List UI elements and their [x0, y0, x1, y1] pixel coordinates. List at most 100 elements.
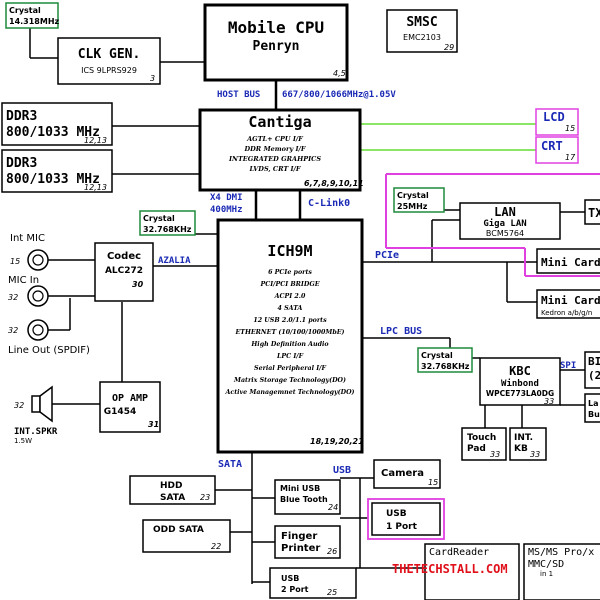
cantiga-title: Cantiga	[248, 113, 311, 131]
ich-feature: High Definition Audio	[250, 341, 328, 348]
miniusb-line2: Blue Tooth	[280, 495, 328, 504]
usb1-line1: USB	[386, 509, 407, 519]
lcd-connector: LCD 15	[535, 108, 579, 136]
crystal-freq: 32.768KHz	[143, 225, 192, 234]
keyboard-controller: KBC Winbond WPCE773LA0DG 33	[479, 357, 561, 406]
crystal-32khz-ich: Crystal 32.768KHz	[139, 210, 196, 236]
odd-label: ODD SATA	[153, 525, 204, 535]
touchpad-page: 33	[490, 450, 500, 459]
camera-page: 15	[428, 478, 438, 487]
ich-feature: ETHERNET (10/100/1000MbE)	[234, 329, 344, 336]
crystal-freq: 25MHz	[397, 202, 428, 211]
clkgen-page: 3	[150, 74, 155, 83]
ich-title: ICH9M	[267, 242, 312, 260]
lcd-page: 15	[565, 124, 575, 133]
ich-feature: ACPI 2.0	[274, 293, 306, 300]
mini-card-label: Mini Card	[541, 294, 600, 307]
cantiga-feature: DDR Memory I/F	[244, 145, 306, 153]
usb2-line1: USB	[281, 574, 299, 583]
host-bus-speed: 667/800/1066MHz@1.05V	[282, 90, 396, 100]
cpu-title: Mobile CPU	[228, 18, 324, 37]
finger-printer: Finger Printer 26	[274, 525, 341, 559]
cpu-sub: Penryn	[253, 39, 300, 54]
finger-page: 26	[327, 547, 337, 556]
intkb-line2: KB	[514, 444, 528, 454]
usb-2-port: USB 2 Port 25	[269, 567, 357, 599]
crystal-label: Crystal	[143, 214, 175, 223]
codec-part: ALC272	[105, 266, 143, 276]
ich9m-southbridge: ICH9M 6 PCIe ports PCI/PCI BRIDGE ACPI 2…	[216, 218, 364, 454]
ich-feature: PCI/PCI BRIDGE	[259, 281, 319, 288]
bios-line2: (2	[588, 369, 600, 382]
clink-label: C-Link0	[308, 197, 350, 209]
ddr3-slot-a: DDR3 800/1033 MHz 12,13	[1, 102, 113, 146]
lpc-bus-label: LPC BUS	[380, 326, 422, 337]
smsc-page: 29	[444, 43, 454, 52]
usb2-line2: 2 Port	[281, 585, 309, 594]
line-out-label: Line Out (SPDIF)	[8, 345, 90, 356]
usb1-line2: 1 Port	[386, 522, 418, 532]
intkb-line1: INT.	[514, 433, 533, 443]
camera-label: Camera	[381, 468, 424, 479]
dmi-speed: 400MHz	[210, 205, 243, 215]
smsc-chip: SMSC EMC2103 29	[386, 9, 458, 53]
audio-codec: Codec ALC272 30	[94, 242, 154, 302]
tx-transformer: TX	[584, 199, 600, 225]
azalia-label: AZALIA	[158, 256, 191, 266]
opamp-page: 31	[148, 420, 159, 429]
kbc-part: WPCE773LA0DG	[486, 389, 554, 398]
clkgen-title: CLK GEN.	[78, 47, 141, 62]
ddr-title: DDR3	[6, 156, 37, 171]
cardreader-label: CardReader	[429, 547, 489, 558]
finger-line2: Printer	[281, 543, 320, 554]
crt-connector: CRT 17	[535, 136, 579, 164]
cantiga-page: 6,7,8,9,10,11	[304, 179, 364, 188]
speaker-page: 32	[14, 401, 24, 410]
hdd-line2: SATA	[160, 493, 185, 503]
crystal-label: Crystal	[397, 191, 429, 200]
internal-speaker: 32 INT.SPKR 1.5W	[14, 385, 58, 445]
intkb-page: 33	[530, 450, 540, 459]
mini-card-sub: Kedron a/b/g/n	[541, 309, 592, 317]
crystal-freq: 14.318MHz	[9, 17, 60, 26]
speaker-icon	[31, 385, 53, 423]
crt-label: CRT	[541, 139, 563, 153]
cantiga-northbridge: Cantiga AGTL+ CPU I/F DDR Memory I/F INT…	[198, 108, 364, 192]
cpu-page: 4,5	[333, 69, 346, 78]
lan-part: BCM5764	[486, 229, 524, 238]
ich-feature: 4 SATA	[278, 305, 303, 312]
tx-label: TX	[588, 206, 600, 220]
hdd-line1: HDD	[160, 481, 182, 491]
ich-feature: Matrix Storage Technology(DO)	[233, 377, 346, 384]
sata-label: SATA	[218, 459, 242, 470]
crt-page: 17	[565, 153, 576, 162]
speaker-label: INT.SPKR	[14, 427, 58, 437]
codec-page: 30	[132, 280, 144, 289]
odd-sata: ODD SATA 22	[142, 519, 231, 553]
opamp-part: G1454	[104, 407, 136, 417]
clock-generator: CLK GEN. ICS 9LPRS929 3	[57, 37, 161, 85]
watermark: THETECHSTALL.COM	[392, 562, 508, 576]
kbc-title: KBC	[509, 364, 531, 378]
ddr-speed: 800/1033 MHz	[6, 125, 100, 140]
kbc-sub: Winbond	[501, 378, 539, 389]
crystal-14mhz: Crystal 14.318MHz	[5, 2, 60, 29]
usb2-page: 25	[327, 588, 337, 597]
ddr-page: 12,13	[84, 136, 107, 145]
ddr3-slot-b: DDR3 800/1033 MHz 12,13	[1, 149, 113, 193]
cantiga-feature: INTEGRATED GRAHPICS	[228, 155, 321, 163]
cantiga-feature: AGTL+ CPU I/F	[246, 135, 303, 143]
crystal-freq: 32.768KHz	[421, 362, 470, 371]
mic-in-label: MIC In	[8, 275, 39, 286]
lan-title: LAN	[494, 205, 516, 219]
crystal-label: Crystal	[9, 6, 41, 15]
touchpad-line2: Pad	[467, 444, 486, 454]
mic-in-page: 32	[8, 293, 18, 302]
clkgen-part: ICS 9LPRS929	[81, 66, 137, 75]
host-bus-label: HOST BUS	[217, 90, 260, 100]
ich-page: 18,19,20,21	[310, 437, 364, 446]
ich-feature: 12 USB 2.0/1.1 ports	[253, 317, 327, 324]
lan-minicard-frame	[385, 173, 600, 277]
finger-line1: Finger	[281, 531, 317, 542]
